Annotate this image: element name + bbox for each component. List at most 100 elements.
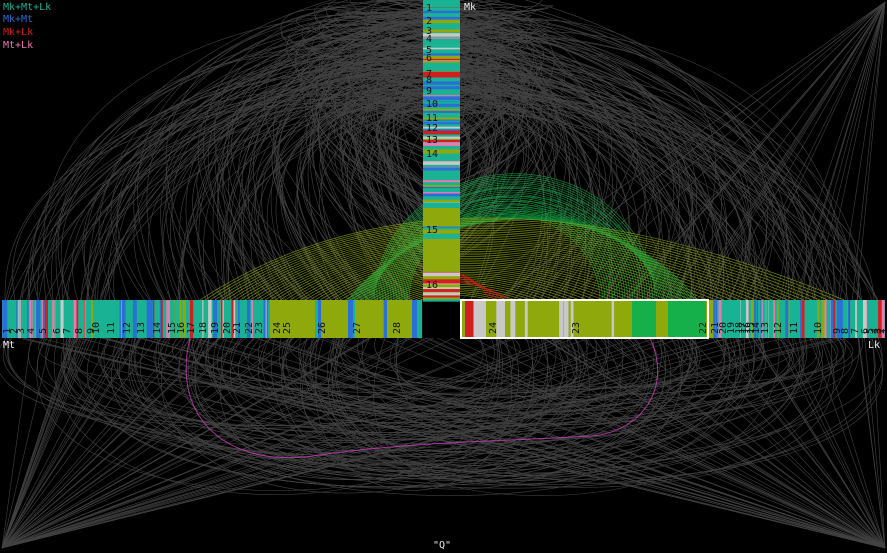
chapter-number-label: 9: [86, 328, 97, 334]
matthew-stripes-stripe: [225, 300, 227, 338]
chapter-number-label: 12: [773, 322, 784, 334]
parallel-arc: [318, 26, 548, 301]
parallel-arc: [715, 337, 886, 549]
luke-stripes-stripe: [821, 300, 825, 338]
parallel-arc: [113, 337, 820, 452]
parallel-arc: [196, 60, 518, 301]
matthew-stripes-stripe: [220, 300, 223, 338]
chapter-number-label: 15: [167, 322, 178, 334]
matthew-stripes-stripe: [208, 300, 212, 338]
parallel-arc: [858, 337, 886, 549]
parallel-arc: [360, 21, 769, 301]
parallel-arc: [346, 64, 692, 301]
mark-end-stripe: [423, 279, 460, 284]
mark-end-stripe: [423, 277, 460, 280]
chapter-number-label: 1: [426, 3, 432, 14]
parallel-arc: [1, 337, 657, 549]
mark-top-stripe: [423, 60, 460, 62]
chapter-number-label: 13: [136, 322, 147, 334]
parallel-arc: [301, 30, 831, 301]
parallel-arc: [359, 36, 807, 301]
parallel-arc: [376, 7, 719, 301]
chapter-number-label: 2: [876, 328, 887, 334]
parallel-arc: [141, 337, 886, 549]
mark-top-stripe: [423, 55, 460, 59]
parallel-arc: [38, 0, 455, 301]
parallel-arc: [8, 337, 495, 429]
parallel-arc: [1, 337, 730, 549]
parallel-arc: [567, 1, 886, 301]
chapter-number-label: 7: [62, 328, 73, 334]
parallel-arc: [198, 10, 532, 301]
parallel-arc: [396, 0, 848, 301]
matthew-stripes-stripe: [231, 300, 235, 338]
legend-item-triple: Mk+Mt+Lk: [3, 2, 52, 13]
matthew-stripes-stripe: [418, 300, 423, 338]
olive-arc: [329, 263, 637, 301]
mark-end-stripe: [423, 295, 460, 298]
parallel-arc: [1, 337, 131, 549]
parallel-arc: [425, 337, 886, 549]
parallel-arc: [250, 66, 495, 301]
parallel-arc: [279, 337, 576, 449]
mark-top-stripe: [423, 60, 460, 63]
chapter-number-label: 20: [718, 322, 729, 334]
parallel-arc: [1, 337, 72, 549]
parallel-arc: [299, 337, 484, 398]
luke-stripes-stripe: [780, 300, 782, 338]
matthew-stripes-stripe: [149, 300, 153, 338]
parallel-arc: [714, 1, 886, 301]
parallel-arc: [185, 41, 473, 301]
luke-chapter-numbers: 242322212019181716151413121110987654321: [488, 322, 887, 334]
olive-arc: [244, 233, 773, 301]
mark-top-stripe: [423, 172, 460, 175]
parallel-arc: [258, 337, 800, 474]
matthew-stripes-stripe: [261, 300, 264, 338]
matthew-stripes-stripe: [2, 300, 6, 338]
parallel-arc: [555, 337, 886, 549]
chapter-number-label: 24: [272, 322, 283, 334]
parallel-arc: [227, 14, 469, 301]
luke-stripes-stripe: [829, 300, 832, 338]
parallel-arc: [317, 79, 743, 301]
matthew-stripes-stripe: [179, 300, 182, 338]
mark-top-stripe: [423, 38, 460, 42]
parallel-arc: [543, 337, 886, 549]
parallel-arc: [19, 97, 537, 301]
parallel-arc: [1, 337, 818, 549]
chapter-number-label: 12: [122, 322, 133, 334]
olive-arc: [304, 254, 677, 301]
matthew-stripes-stripe: [266, 300, 269, 338]
chapter-number-label: 20: [222, 322, 233, 334]
parallel-arc: [1, 337, 184, 549]
parallel-arc: [275, 88, 502, 301]
mark-top-stripe: [423, 193, 460, 197]
matthew-stripes-stripe: [176, 300, 180, 338]
luke-stripes-stripe: [757, 300, 761, 338]
chapter-number-label: 11: [789, 322, 800, 334]
matthew-stripes-stripe: [228, 300, 232, 338]
olive-arc: [254, 236, 757, 301]
parallel-arc: [450, 337, 886, 549]
parallel-arc: [97, 5, 553, 301]
matthew-stripes-stripe: [121, 300, 126, 338]
parallel-arc: [365, 58, 735, 301]
matthew-stripes-stripe: [347, 300, 349, 338]
parallel-arc: [79, 337, 793, 394]
matthew-stripes-stripe: [68, 300, 71, 338]
parallel-arc: [1, 337, 636, 549]
mark-top-stripe: [423, 117, 460, 121]
mark-top-stripe: [423, 177, 460, 180]
chapter-number-label: 25: [282, 322, 293, 334]
chapter-number-label: 4: [870, 328, 881, 334]
parallel-arc: [7, 337, 731, 452]
parallel-arc: [350, 6, 539, 301]
parallel-arc: [201, 337, 736, 415]
matthew-stripes-stripe: [159, 300, 161, 338]
green-arc: [385, 186, 638, 301]
olive-arc: [294, 251, 693, 301]
mark-top-stripe: [423, 180, 460, 183]
parallel-arc: [391, 31, 862, 301]
parallel-arc: [809, 337, 886, 549]
luke-stripes-stripe: [830, 300, 834, 338]
